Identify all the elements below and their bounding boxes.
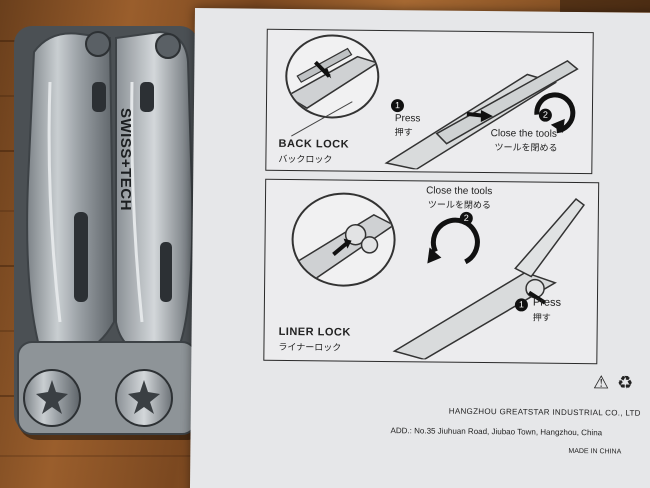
back-lock-title-jp: バックロック bbox=[278, 153, 333, 165]
liner-lock-panel: Close the tools ツールを閉める 2 1 Press 押す LIN… bbox=[263, 178, 600, 365]
footer-address: ADD.: No.35 Jiuhuan Road, Jiubao Town, H… bbox=[390, 426, 603, 438]
liner-lock-title-jp: ライナーロック bbox=[278, 341, 342, 353]
liner-step2-number: 2 bbox=[459, 211, 473, 225]
liner-lock-detail-diagram bbox=[291, 192, 397, 288]
footer-made-in: MADE IN CHINA bbox=[568, 447, 622, 456]
liner-lock-tool-diagram bbox=[384, 191, 596, 361]
step2-number: 2 bbox=[538, 108, 552, 122]
step1-label-jp: 押す bbox=[394, 127, 413, 138]
liner-step1-label: Press bbox=[532, 296, 562, 309]
liner-step2-label: Close the tools bbox=[426, 185, 493, 198]
brand-logo: SWISS+TECH bbox=[117, 108, 134, 211]
step1-number: 1 bbox=[390, 99, 405, 113]
back-lock-tool-diagram bbox=[376, 53, 587, 171]
warning-icon: ⚠ bbox=[592, 372, 610, 393]
back-lock-panel: 1 Press 押す 2 Close the tools ツールを閉める BAC… bbox=[265, 28, 594, 175]
liner-step2-label-jp: ツールを閉める bbox=[427, 199, 492, 211]
step2-label-jp: ツールを閉める bbox=[494, 142, 558, 153]
liner-lock-title: LINER LOCK bbox=[278, 325, 351, 339]
liner-step1-label-jp: 押す bbox=[532, 312, 551, 323]
multitool: SWISS+TECH bbox=[10, 22, 210, 442]
back-lock-title: BACK LOCK bbox=[278, 137, 350, 151]
instruction-sheet: 1 Press 押す 2 Close the tools ツールを閉める BAC… bbox=[189, 8, 650, 488]
recycle-icon: ♻ bbox=[616, 372, 634, 393]
step2-label: Close the tools bbox=[490, 128, 557, 140]
footer-company: HANGZHOU GREATSTAR INDUSTRIAL CO., LTD bbox=[448, 406, 641, 418]
dark-corner bbox=[560, 0, 650, 12]
back-lock-detail-diagram bbox=[284, 33, 380, 119]
step1-label: Press bbox=[394, 113, 421, 125]
liner-step1-number: 1 bbox=[514, 298, 528, 312]
